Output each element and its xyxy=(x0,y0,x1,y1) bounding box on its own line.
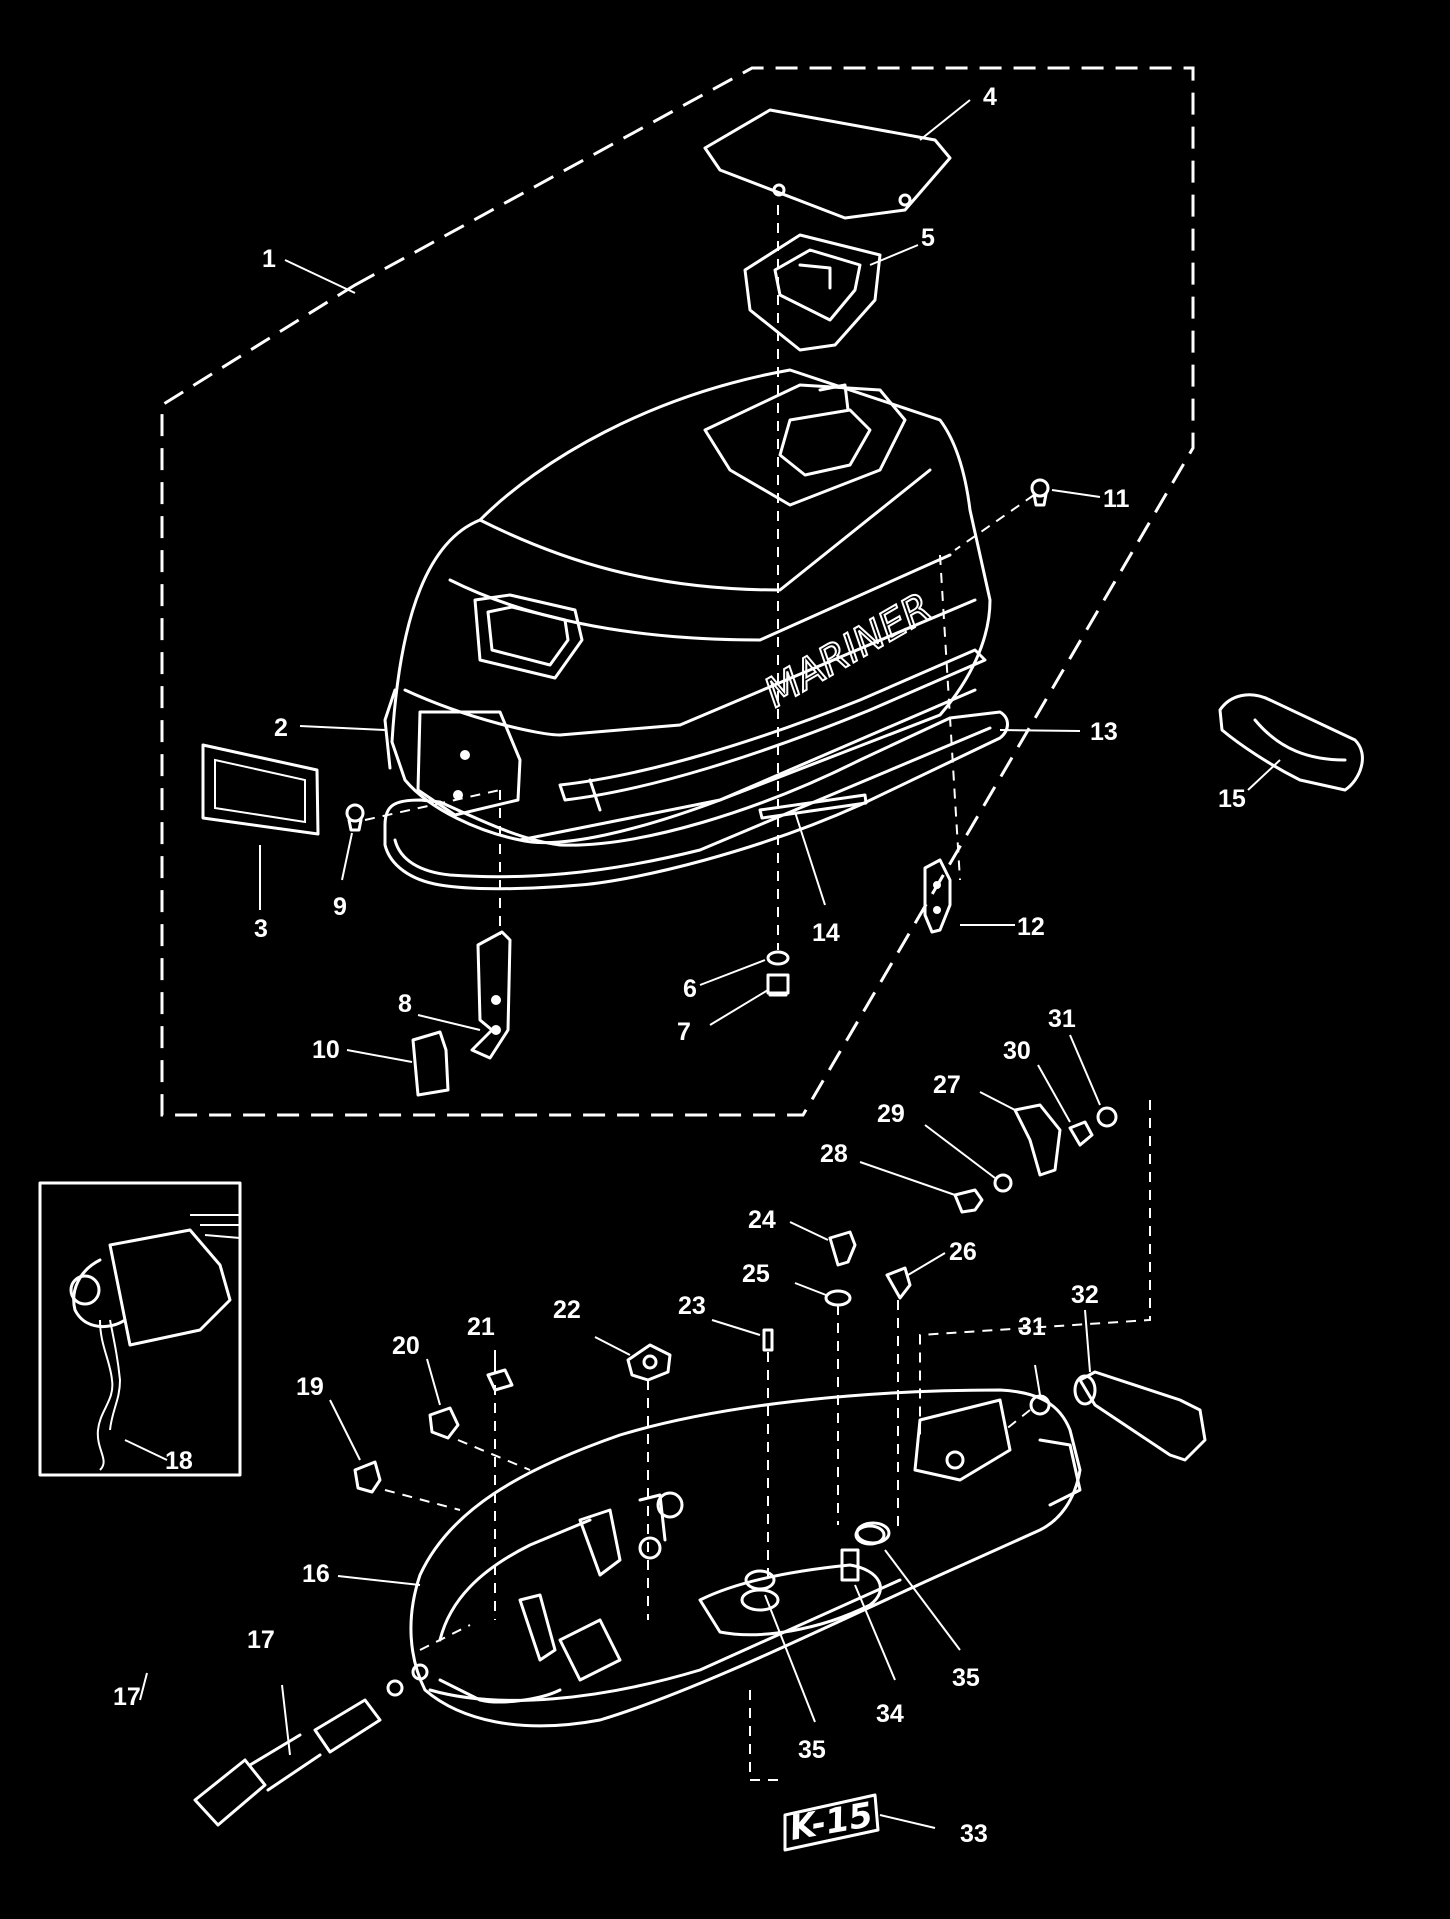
callout-14: 14 xyxy=(812,919,840,947)
clip-10 xyxy=(411,1030,450,1097)
air-intake-cover xyxy=(703,108,952,220)
bottom-hardware xyxy=(353,1103,1207,1591)
carrying-grip xyxy=(1218,693,1364,792)
callout-3: 3 xyxy=(254,915,268,943)
callout-24: 24 xyxy=(748,1206,776,1234)
washer-and-bolt-6-7 xyxy=(766,950,790,997)
callout-7: 7 xyxy=(677,1018,691,1046)
brand-lettering: MARINER xyxy=(757,585,940,717)
trim-strip xyxy=(758,793,868,820)
callout-15: 15 xyxy=(1218,785,1246,813)
top-cowling xyxy=(383,368,992,845)
callout-10: 10 xyxy=(312,1036,340,1064)
callout-19: 19 xyxy=(296,1373,324,1401)
screw-11 xyxy=(1030,478,1050,507)
cowl-gasket-seal xyxy=(383,710,1009,891)
callout-32: 32 xyxy=(1071,1281,1099,1309)
inset-detail-box xyxy=(38,1181,242,1477)
callout-5: 5 xyxy=(921,224,935,252)
callout-17-inset: 17 xyxy=(113,1683,141,1711)
callout-34: 34 xyxy=(876,1700,904,1728)
callout-29: 29 xyxy=(877,1100,905,1128)
mounting-bracket-right xyxy=(923,858,952,934)
mounting-bracket-left xyxy=(470,930,512,1060)
callout-6: 6 xyxy=(683,975,697,1003)
callout-leaders xyxy=(124,99,1281,1829)
callout-18: 18 xyxy=(165,1447,193,1475)
callout-31-bottom: 31 xyxy=(1018,1313,1046,1341)
callout-25: 25 xyxy=(742,1260,770,1288)
duct-grommet xyxy=(743,233,882,352)
lanyard-cord xyxy=(193,1663,429,1827)
callout-35-right: 35 xyxy=(952,1664,980,1692)
callout-27: 27 xyxy=(933,1071,961,1099)
callout-2: 2 xyxy=(274,714,288,742)
callout-20: 20 xyxy=(392,1332,420,1360)
callout-17-cord: 17 xyxy=(247,1626,275,1654)
screw-9 xyxy=(345,803,365,832)
callout-1: 1 xyxy=(262,245,276,273)
callout-35-left: 35 xyxy=(798,1736,826,1764)
callout-22: 22 xyxy=(553,1296,581,1324)
model-tag: K-15 xyxy=(783,1793,880,1852)
callout-21: 21 xyxy=(467,1313,495,1341)
callout-16: 16 xyxy=(302,1560,330,1588)
bottom-cowling xyxy=(409,1388,1082,1728)
svg-text:K-15: K-15 xyxy=(787,1795,876,1849)
callout-12: 12 xyxy=(1017,913,1045,941)
callout-23: 23 xyxy=(678,1292,706,1320)
callout-33: 33 xyxy=(960,1820,988,1848)
callout-13: 13 xyxy=(1090,718,1118,746)
callout-11: 11 xyxy=(1103,485,1130,513)
callout-30: 30 xyxy=(1003,1037,1031,1065)
callout-26: 26 xyxy=(949,1238,977,1266)
callout-9: 9 xyxy=(333,893,347,921)
callout-4: 4 xyxy=(983,83,997,111)
top-cowling-assembly-boundary xyxy=(160,66,1195,1117)
callout-8: 8 xyxy=(398,990,412,1018)
label-plate xyxy=(201,743,320,836)
callout-28: 28 xyxy=(820,1140,848,1168)
callout-numbers: 1 2 3 4 5 6 7 8 9 10 11 12 13 14 15 16 1… xyxy=(113,83,1246,1848)
callout-31-top: 31 xyxy=(1048,1005,1076,1033)
